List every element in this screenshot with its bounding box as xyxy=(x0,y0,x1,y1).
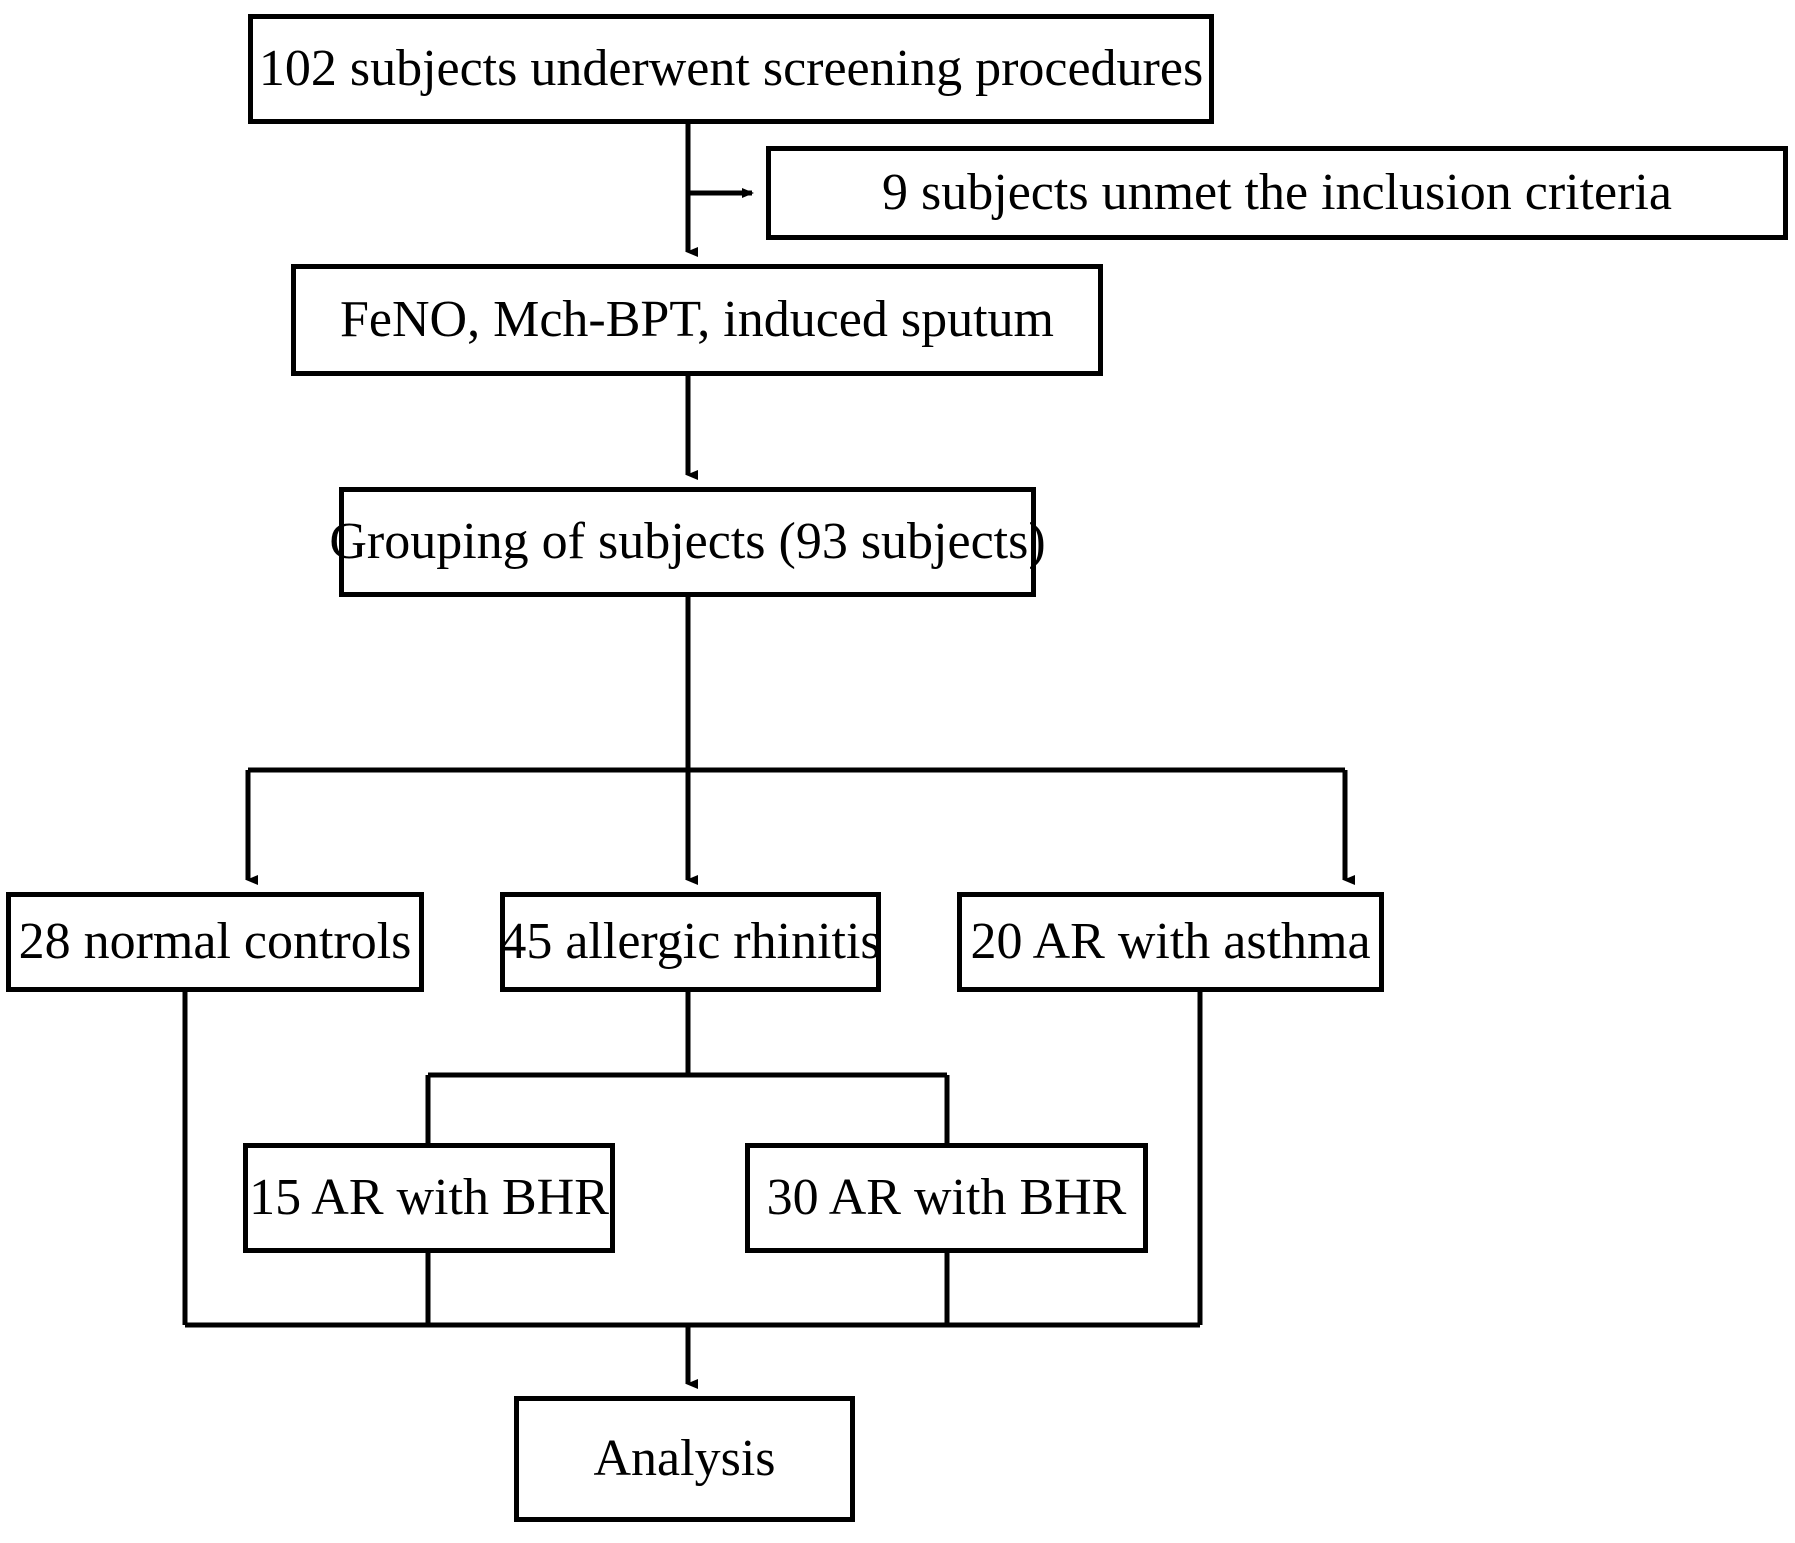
node-excluded-label: 9 subjects unmet the inclusion criteria xyxy=(882,164,1672,222)
node-grouping[interactable]: Grouping of subjects (93 subjects) xyxy=(329,487,1046,597)
node-ar-with-bhr-30-label: 30 AR with BHR xyxy=(766,1169,1127,1227)
node-tests[interactable]: FeNO, Mch-BPT, induced sputum xyxy=(291,264,1103,376)
node-screening-label: 102 subjects underwent screening procedu… xyxy=(258,40,1204,98)
node-ar-with-bhr-15-label: 15 AR with BHR xyxy=(249,1169,609,1227)
node-ar-with-bhr-30[interactable]: 30 AR with BHR xyxy=(745,1143,1148,1253)
node-grouping-label: Grouping of subjects (93 subjects) xyxy=(329,513,1046,571)
node-excluded[interactable]: 9 subjects unmet the inclusion criteria xyxy=(766,146,1788,240)
node-screening[interactable]: 102 subjects underwent screening procedu… xyxy=(248,14,1214,124)
node-normal-controls[interactable]: 28 normal controls xyxy=(6,892,424,992)
node-allergic-rhinitis-label: 45 allergic rhinitis xyxy=(500,913,881,971)
node-ar-with-bhr-15[interactable]: 15 AR with BHR xyxy=(243,1143,615,1253)
node-tests-label: FeNO, Mch-BPT, induced sputum xyxy=(340,291,1054,349)
node-analysis[interactable]: Analysis xyxy=(514,1396,855,1522)
node-analysis-label: Analysis xyxy=(593,1430,776,1488)
node-ar-with-asthma-label: 20 AR with asthma xyxy=(970,913,1371,971)
node-normal-controls-label: 28 normal controls xyxy=(18,913,412,971)
node-ar-with-asthma[interactable]: 20 AR with asthma xyxy=(957,892,1384,992)
node-allergic-rhinitis[interactable]: 45 allergic rhinitis xyxy=(500,892,881,992)
